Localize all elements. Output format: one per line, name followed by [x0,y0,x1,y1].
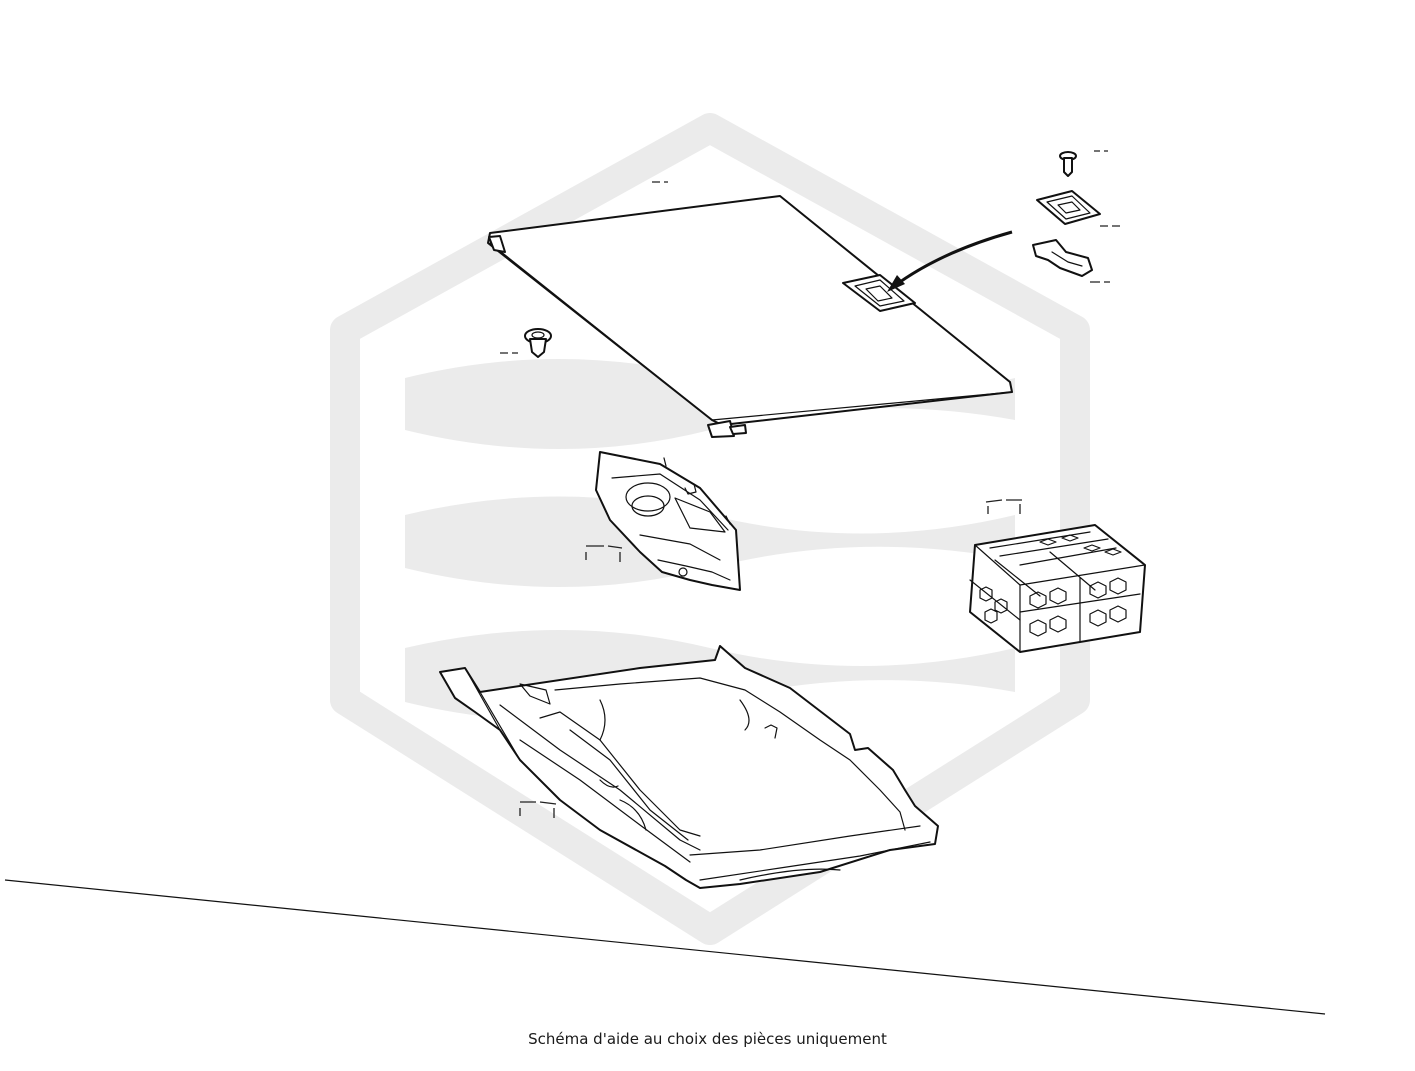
handle-latch-bracket [1032,239,1093,277]
folding-storage-basket [969,524,1146,653]
ground-line [4,879,1326,1015]
handle-bezel [1036,190,1101,225]
trunk-floor-tub [439,645,939,889]
handle-arrow [887,230,1013,292]
handle-screw [1059,151,1077,177]
plastic-rivet-clip [524,328,552,358]
diagram-caption: Schéma d'aide au choix des pièces unique… [528,1030,887,1048]
trunk-floor-cover-panel [487,195,1013,438]
panel-handle [842,274,916,312]
callout-marks [500,150,1120,818]
storage-tray-organizer [595,451,741,591]
